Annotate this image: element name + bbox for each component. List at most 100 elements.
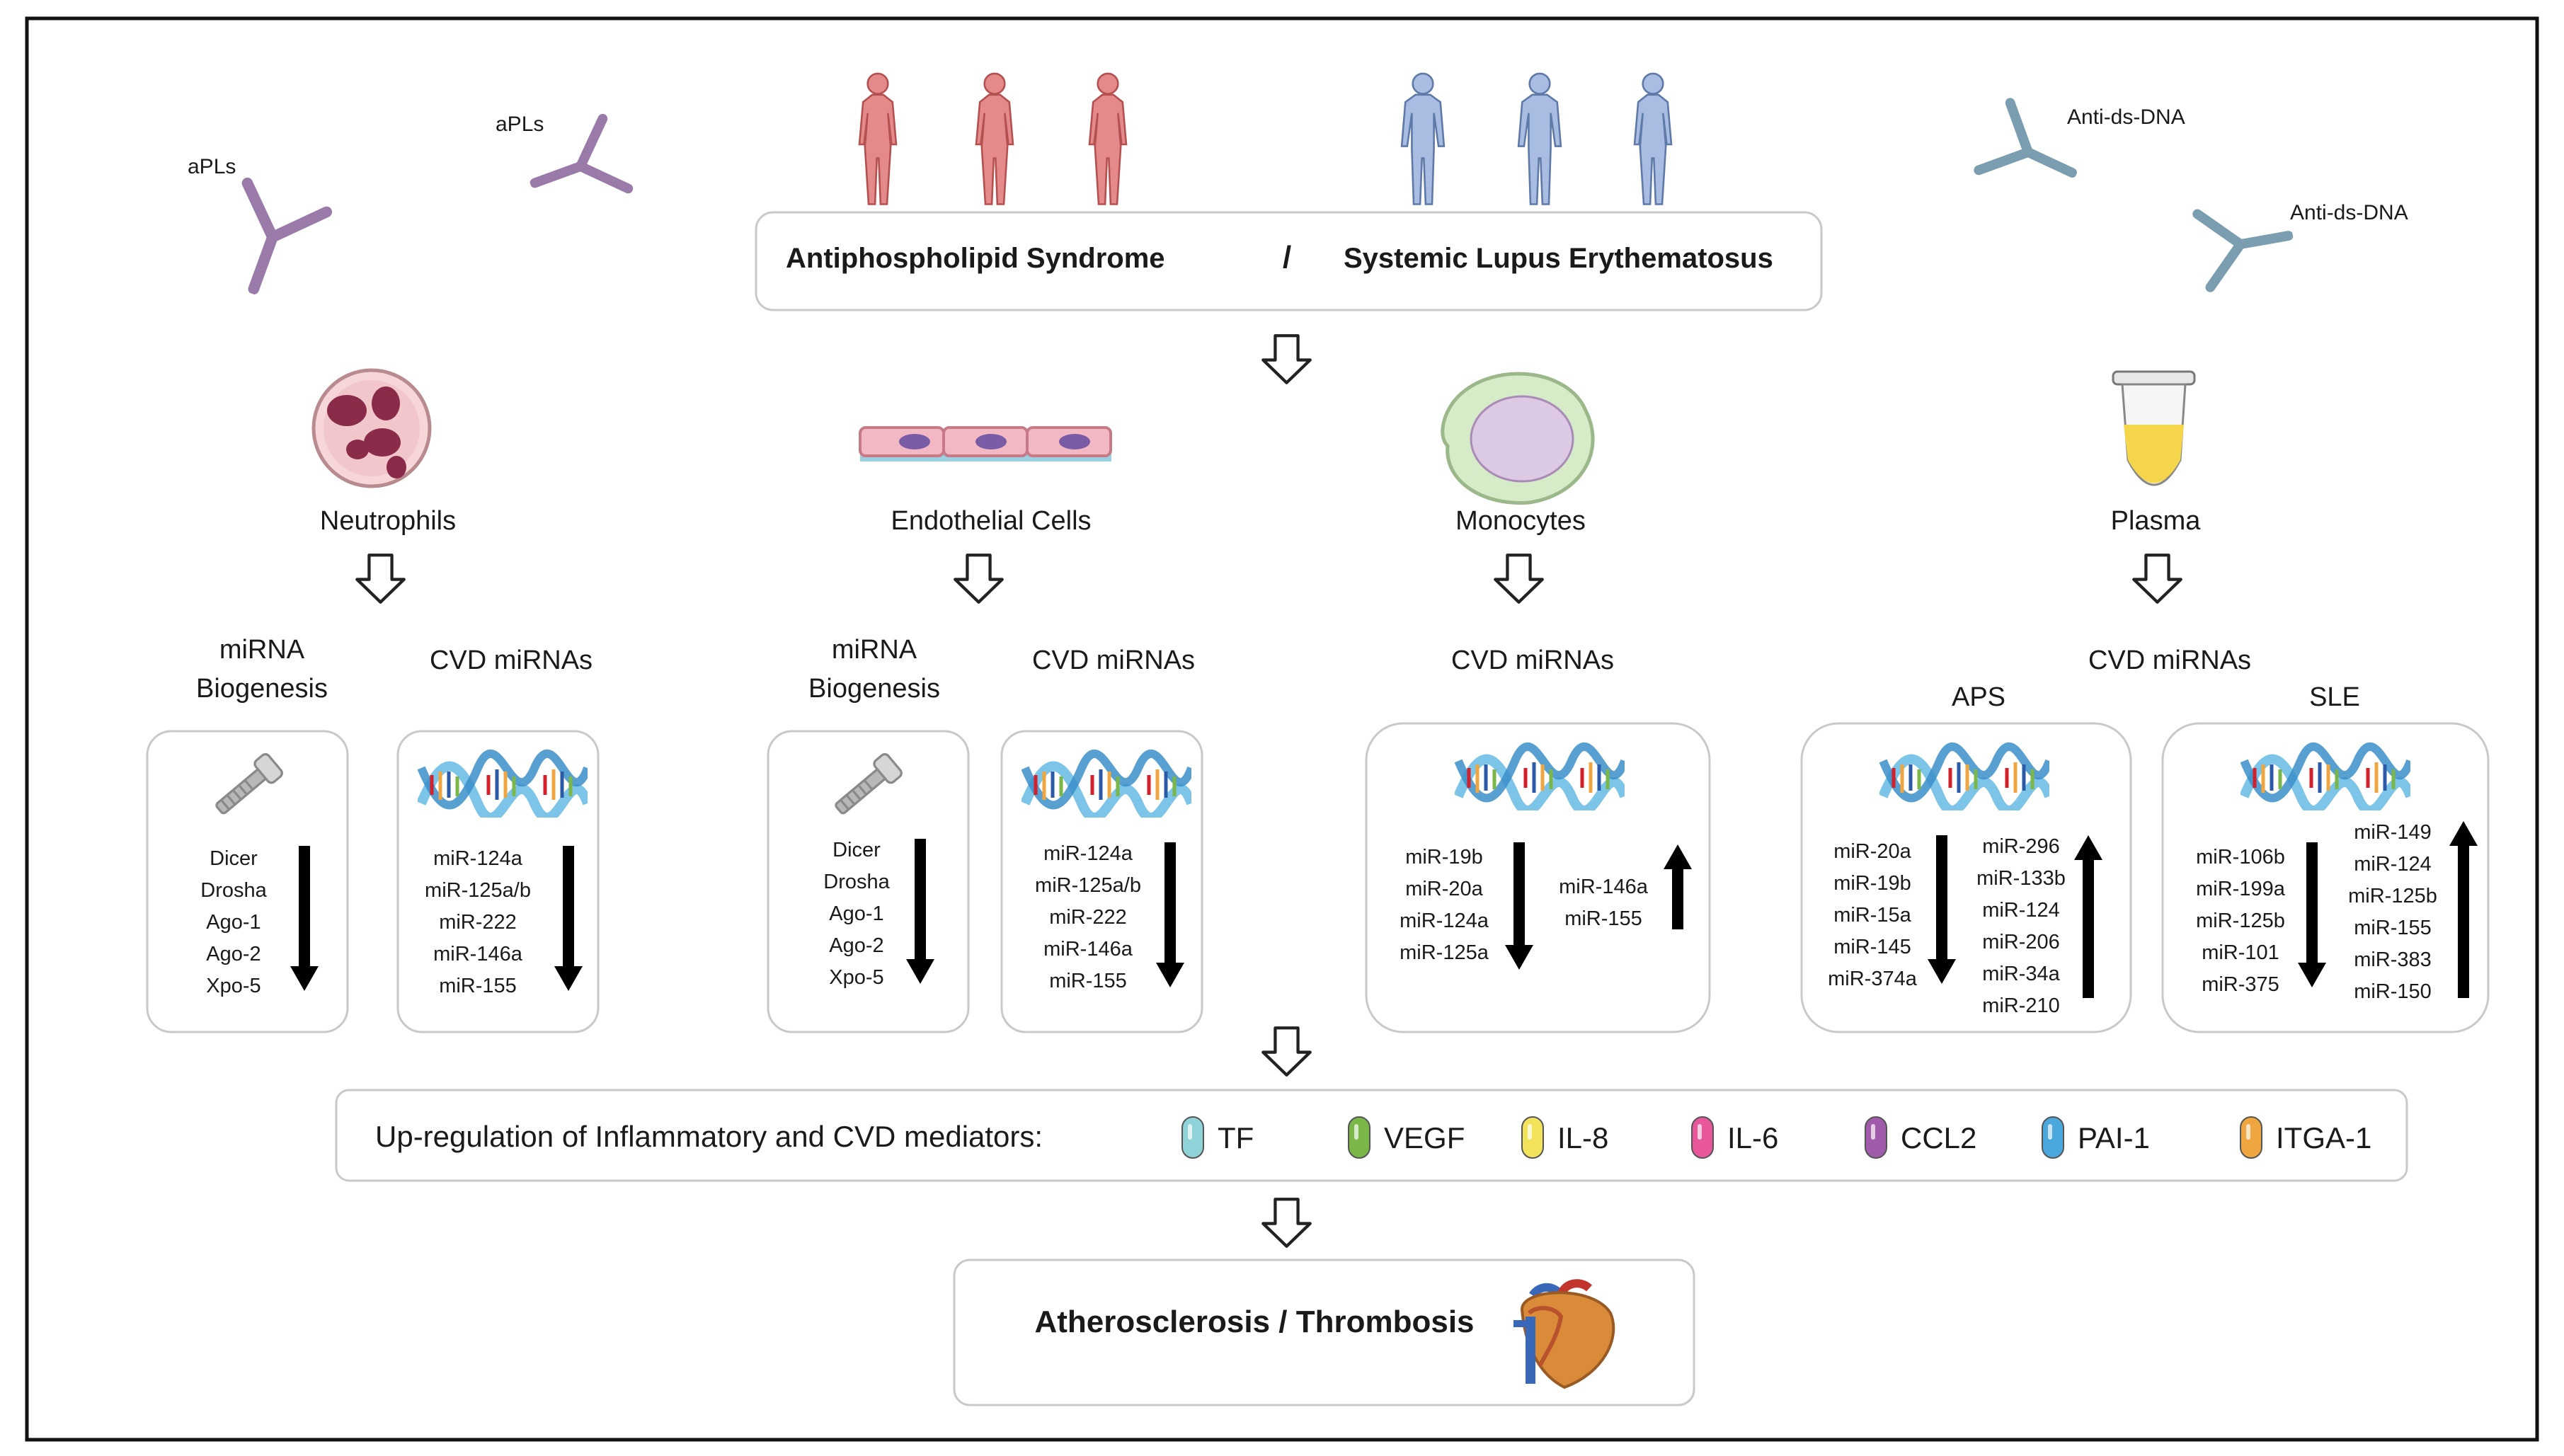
mirna-item: miR-20a <box>1833 840 1911 863</box>
down-arrow-icon <box>1928 835 1956 984</box>
capsule-highlight <box>2048 1124 2052 1140</box>
mirna-item: miR-146a <box>1043 938 1133 961</box>
capsule-icon <box>1348 1116 1370 1159</box>
mirna-item: miR-383 <box>2354 948 2432 971</box>
cell-label-monocytes: Monocytes <box>1455 506 1586 536</box>
mono-cvd-heading: CVD miRNAs <box>1451 646 1614 675</box>
arrow-neutrophils <box>357 555 404 602</box>
sle-title: Systemic Lupus Erythematosus <box>1344 243 1773 274</box>
outcome-box <box>953 1259 1695 1406</box>
mediators-title: Up-regulation of Inflammatory and CVD me… <box>375 1120 1043 1153</box>
apl-label-left: aPLs <box>188 155 236 178</box>
mirna-item: miR-101 <box>2202 941 2279 964</box>
aps-patients-icon <box>858 72 1128 206</box>
mirna-item: miR-19b <box>1833 872 1911 895</box>
mediator-label: VEGF <box>1384 1121 1465 1154</box>
endothelial-cells-icon <box>859 426 1112 462</box>
mediator-label: ITGA-1 <box>2276 1121 2371 1154</box>
neut-biogenesis-heading-2: Biogenesis <box>196 674 328 704</box>
mirna-item: miR-124a <box>1043 842 1133 865</box>
dsdna-antibody-bottom <box>2197 199 2295 287</box>
cell-label-plasma: Plasma <box>2111 506 2202 536</box>
heart-icon <box>1513 1279 1615 1389</box>
mirna-item: miR-206 <box>1982 931 2060 953</box>
mirna-item: miR-296 <box>1982 835 2060 858</box>
cell-label-neutrophils: Neutrophils <box>320 506 456 536</box>
cell-label-endothelial: Endothelial Cells <box>891 506 1091 536</box>
mirna-item: miR-124a <box>1400 910 1489 932</box>
mirna-item: miR-374a <box>1828 968 1918 990</box>
mediator-label: IL-8 <box>1557 1121 1608 1154</box>
endo-biogenesis-heading-1: miRNA <box>832 635 917 665</box>
mediators-box <box>335 1089 2408 1182</box>
apl-label-right: aPLs <box>496 113 544 136</box>
mirna-item: miR-146a <box>1559 876 1649 898</box>
mirna-item: Dicer <box>210 847 258 870</box>
capsule-icon <box>1521 1116 1544 1159</box>
mirna-item: miR-124 <box>1982 899 2060 922</box>
mirna-item: miR-125a/b <box>1035 874 1141 897</box>
neut-cvd-heading: CVD miRNAs <box>430 646 593 675</box>
mirna-item: miR-19b <box>1405 846 1483 869</box>
capsule-highlight <box>1871 1124 1875 1140</box>
plasma-cvd-heading: CVD miRNAs <box>2088 646 2251 675</box>
arrow-endothelial <box>955 555 1002 602</box>
dsdna-label-bottom: Anti-ds-DNA <box>2290 201 2408 224</box>
apl-antibody-left <box>214 183 326 304</box>
mirna-item: miR-155 <box>1564 907 1642 930</box>
mirna-item: miR-15a <box>1833 904 1911 927</box>
mediator-label: TF <box>1218 1121 1254 1154</box>
capsule-icon <box>1181 1116 1204 1159</box>
plasma-sle-tag: SLE <box>2309 682 2360 712</box>
mirna-item: miR-124 <box>2354 853 2432 876</box>
endo-cvd-heading: CVD miRNAs <box>1032 646 1195 675</box>
capsule-highlight <box>1528 1124 1532 1140</box>
mirna-item: Xpo-5 <box>829 966 883 989</box>
mirna-item: miR-210 <box>1982 994 2060 1017</box>
mirna-item: Ago-2 <box>206 943 261 965</box>
mediator-label: CCL2 <box>1901 1121 1976 1154</box>
mirna-item: miR-222 <box>439 911 517 934</box>
disease-box <box>755 211 1823 311</box>
mirna-item: miR-20a <box>1405 878 1483 900</box>
down-arrow-icon <box>554 846 583 991</box>
down-arrow-icon <box>906 839 934 984</box>
up-arrow-icon <box>1664 844 1692 929</box>
mirna-item: Ago-1 <box>206 911 261 934</box>
mirna-item: miR-34a <box>1982 963 2060 985</box>
down-arrow-icon <box>290 846 319 991</box>
outer-frame <box>25 16 2539 1442</box>
arrow-to-outcome <box>1263 1199 1310 1246</box>
capsule-highlight <box>2246 1124 2250 1140</box>
mirna-item: Xpo-5 <box>206 975 261 997</box>
mirna-item: miR-150 <box>2354 980 2432 1003</box>
plasma-tube-icon <box>2112 370 2196 486</box>
mirna-item: miR-146a <box>433 943 523 965</box>
up-arrow-icon <box>2074 835 2102 998</box>
neutrophil-icon <box>311 368 432 488</box>
down-arrow-icon <box>1156 842 1184 987</box>
monocyte-icon <box>1441 372 1595 505</box>
capsule-icon <box>2042 1116 2064 1159</box>
mirna-item: miR-125b <box>2196 910 2285 932</box>
mirna-item: miR-199a <box>2196 878 2286 900</box>
plasma-aps-tag: APS <box>1952 682 2005 712</box>
arrow-monocytes <box>1495 555 1542 602</box>
arrow-plasma <box>2134 555 2180 602</box>
mirna-item: miR-149 <box>2354 821 2432 844</box>
capsule-highlight <box>1354 1124 1358 1140</box>
mirna-item: miR-125a/b <box>425 879 531 902</box>
mirna-item: Drosha <box>823 871 890 893</box>
mirna-item: miR-155 <box>1049 970 1127 992</box>
mirna-item: miR-125b <box>2348 885 2437 907</box>
mirna-item: Ago-2 <box>829 934 883 957</box>
mirna-item: miR-106b <box>2196 846 2285 869</box>
outcome-label: Atherosclerosis / Thrombosis <box>1034 1305 1474 1339</box>
capsule-icon <box>2240 1116 2262 1159</box>
